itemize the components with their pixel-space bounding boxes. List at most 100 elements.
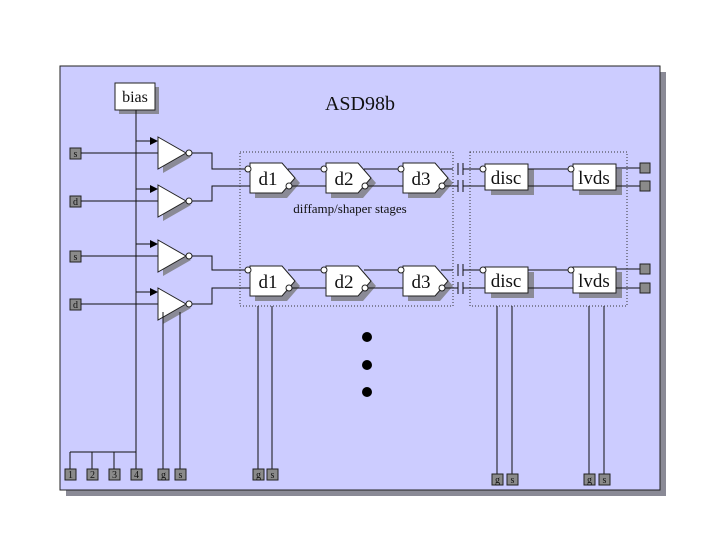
input-pad: s <box>69 147 82 160</box>
bias-pad: 2 <box>86 468 99 481</box>
ellipsis-dot <box>362 387 372 397</box>
disc-label: disc <box>491 271 522 292</box>
input-pad: d <box>69 298 82 311</box>
stage-label: d2 <box>335 169 354 190</box>
ellipsis-dot <box>362 332 372 342</box>
input-bubble <box>479 266 487 274</box>
pad-label: d <box>73 300 78 311</box>
inverter-bubble <box>185 252 193 260</box>
pad-label: s <box>603 475 607 486</box>
output-pad <box>639 282 651 294</box>
input-bubble <box>397 266 405 274</box>
pad-label: d <box>73 197 78 208</box>
disc-block: disc <box>479 266 534 298</box>
stage-wire <box>441 168 458 187</box>
output-pad <box>639 162 651 174</box>
input-bubble <box>567 165 575 173</box>
disc-lvds-group <box>469 151 628 307</box>
input-bubble <box>320 165 328 173</box>
coupling-capacitor <box>457 264 485 294</box>
input-bubble <box>567 266 575 274</box>
input-bubble <box>479 165 487 173</box>
stage-d1: d1 <box>244 162 300 198</box>
stage-label: d3 <box>412 272 431 293</box>
output-pad <box>639 263 651 275</box>
disc-to-lvds-wire <box>528 269 573 289</box>
supply-pad: s <box>598 473 611 486</box>
stage-label: d1 <box>259 169 278 190</box>
lvds-label: lvds <box>578 168 610 189</box>
supply-pad: s <box>174 468 187 481</box>
pad-label: s <box>74 252 78 263</box>
pad-label: 4 <box>134 470 139 481</box>
bias-bus <box>69 110 137 469</box>
pad-label: g <box>495 475 500 486</box>
pad-label: 2 <box>90 470 95 481</box>
pad-label: g <box>587 475 592 486</box>
output-bubble <box>438 284 446 292</box>
stage-d2: d2 <box>320 162 376 198</box>
output-bubble <box>361 284 369 292</box>
preamp-triangle <box>157 287 188 321</box>
output-bubble <box>361 182 369 190</box>
ground-pad: g <box>491 473 504 486</box>
output-bubble <box>285 284 293 292</box>
output-bubble <box>438 182 446 190</box>
output-wire <box>616 268 640 289</box>
output-pad <box>639 180 651 192</box>
pad-label: 1 <box>68 470 73 481</box>
preamp-triangle <box>157 239 188 273</box>
input-pad: d <box>69 195 82 208</box>
stage-d3: d3 <box>397 162 453 198</box>
pad-label: 3 <box>112 470 117 481</box>
pad-label: g <box>256 470 261 481</box>
stage-label: d2 <box>335 272 354 293</box>
pad-label: s <box>271 470 275 481</box>
stage-wire <box>288 168 326 187</box>
lvds-block: lvds <box>567 266 622 298</box>
arrow-icon <box>150 240 158 248</box>
supply-pad: s <box>506 473 519 486</box>
stage-wire <box>364 269 403 289</box>
stage-d3: d3 <box>397 265 453 301</box>
diffamp-shaper-group <box>239 151 454 307</box>
input-bubble <box>320 266 328 274</box>
inverter-bubble <box>185 149 193 157</box>
coupling-capacitor <box>457 163 485 192</box>
arrow-icon <box>150 288 158 296</box>
stage-label: d1 <box>259 272 278 293</box>
disc-block: disc <box>479 163 534 195</box>
bias-pad: 4 <box>130 468 143 481</box>
input-bubble <box>244 165 252 173</box>
bias-label: bias <box>122 89 148 106</box>
stage-wire <box>288 269 326 289</box>
preamp-triangle <box>157 184 188 218</box>
input-bubble <box>397 165 405 173</box>
pad-label: g <box>161 470 166 481</box>
stage-caption: diffamp/shaper stages <box>293 201 406 216</box>
ground-pad: g <box>157 468 170 481</box>
supply-pad: s <box>266 468 279 481</box>
pad-label: s <box>511 475 515 486</box>
input-bubble <box>244 266 252 274</box>
pad-label: s <box>74 149 78 160</box>
arrow-icon <box>150 185 158 193</box>
supply-wire <box>162 312 181 469</box>
supply-wire <box>496 306 513 474</box>
stage-wire <box>441 269 458 289</box>
lvds-label: lvds <box>578 271 610 292</box>
ground-pad: g <box>252 468 265 481</box>
supply-wire <box>588 306 605 474</box>
output-wire <box>616 167 640 187</box>
inverter-bubble <box>185 300 193 308</box>
output-bubble <box>285 182 293 190</box>
supply-wire <box>257 306 273 469</box>
amp-to-d1-wire <box>192 255 250 305</box>
preamp-triangle <box>157 136 188 170</box>
ellipsis-dot <box>362 360 372 370</box>
ground-pad: g <box>583 473 596 486</box>
disc-to-lvds-wire <box>528 168 573 187</box>
chip-title: ASD98b <box>325 93 395 115</box>
inverter-bubble <box>185 197 193 205</box>
